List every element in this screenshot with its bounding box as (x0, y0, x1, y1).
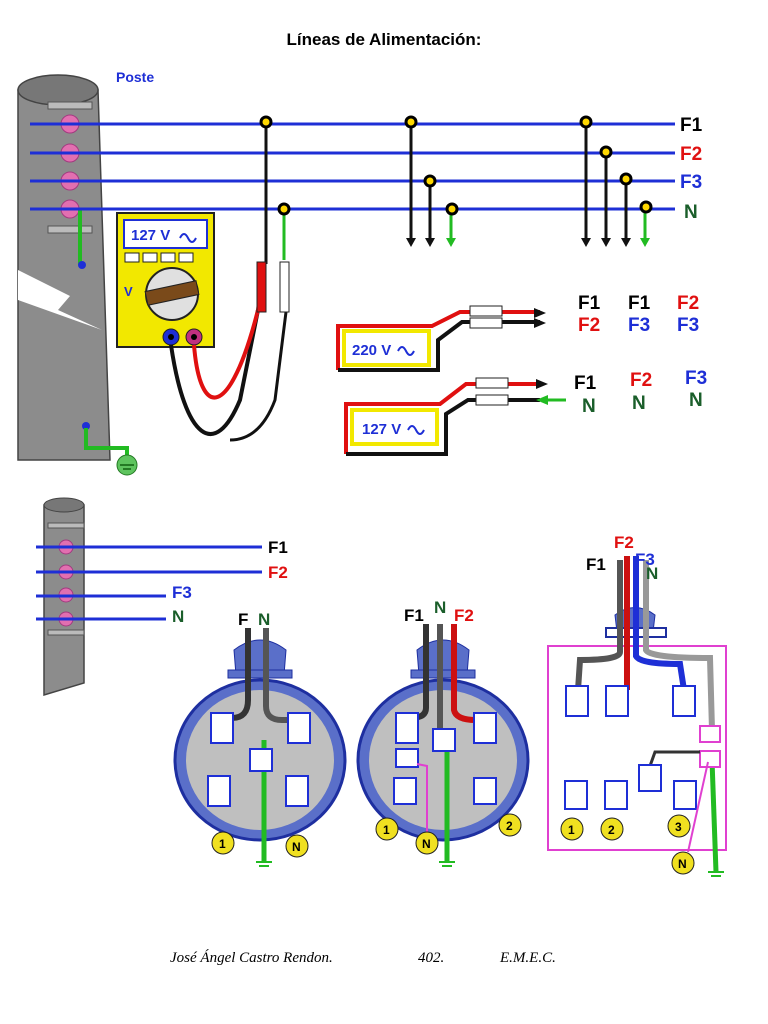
footer-author: José Ángel Castro Rendon. (170, 950, 333, 966)
box1-badge-1: 1 (219, 837, 226, 851)
box3-badge-3: 3 (675, 820, 682, 834)
box3-wire-f3: F3 (635, 550, 655, 569)
svg-text:F3: F3 (677, 315, 699, 336)
ac-wave-icon (179, 233, 197, 243)
box1-badge-n: N (292, 840, 301, 854)
probe-lead-black (169, 309, 260, 436)
multimeter: V (116, 212, 215, 348)
svg-text:F1: F1 (574, 373, 597, 394)
box2-wire-f1: F1 (404, 606, 424, 625)
probe-black (279, 261, 290, 313)
pairs-220-bottom: F2 F3 F3 (578, 315, 699, 336)
service-box-2 (356, 624, 530, 867)
box1-wire-f: F (238, 610, 248, 629)
bottom-panel: F1 F2 F3 N F N 1 N (36, 497, 727, 877)
line-label-n: N (684, 202, 698, 223)
svg-text:V: V (124, 284, 133, 299)
meter-220 (336, 305, 546, 372)
box2-badge-2: 2 (506, 819, 513, 833)
pairs-127-top: F1 F2 F3 (574, 368, 707, 394)
svg-text:N: N (582, 396, 596, 417)
box3-badge-n: N (678, 857, 687, 871)
footer-org: E.M.E.C. (500, 950, 556, 966)
tap-group-3 (579, 115, 653, 247)
box3-wire-f1: F1 (586, 555, 606, 574)
meter-127 (344, 377, 566, 456)
line-label-f2: F2 (680, 144, 702, 165)
meter-127-reading: 127 V (362, 421, 401, 438)
box2-badge-1: 1 (383, 823, 390, 837)
bottom-line-f2: F2 (268, 563, 288, 582)
tap-group-2 (404, 115, 459, 247)
probe-lead-red (192, 279, 264, 400)
box3-badge-1: 1 (568, 823, 575, 837)
box1-wire-n: N (258, 610, 270, 629)
top-panel: Poste F1 F2 F3 N (17, 69, 707, 476)
tap-group-1 (259, 115, 291, 264)
svg-text:F2: F2 (677, 293, 699, 314)
footer-page-number: 402. (418, 950, 445, 966)
box2-badge-n: N (422, 837, 431, 851)
line-label-f1: F1 (680, 115, 703, 136)
bottom-line-f3: F3 (172, 583, 192, 602)
pairs-127-bottom: N N N (582, 390, 703, 417)
meter-220-reading: 220 V (352, 342, 391, 359)
box2-wire-f2: F2 (454, 606, 474, 625)
svg-text:N: N (689, 390, 703, 411)
pairs-220-top: F1 F1 F2 (578, 293, 699, 314)
svg-text:F3: F3 (685, 368, 707, 389)
svg-text:F3: F3 (628, 315, 650, 336)
power-lines-top (30, 122, 675, 211)
service-box-3 (547, 556, 727, 877)
power-lines-bottom (36, 545, 262, 621)
meter-reading: 127 V (131, 227, 170, 244)
box3-badge-2: 2 (608, 823, 615, 837)
page-title: Líneas de Alimentación: (286, 30, 482, 49)
probe-red (256, 261, 267, 313)
svg-text:F2: F2 (578, 315, 600, 336)
pole-label: Poste (116, 69, 154, 85)
line-label-f3: F3 (680, 172, 702, 193)
box3-wire-n: N (646, 564, 658, 583)
svg-text:F1: F1 (628, 293, 651, 314)
service-box-1 (173, 628, 347, 867)
svg-text:F2: F2 (630, 370, 652, 391)
box3-wire-f2: F2 (614, 533, 634, 552)
bottom-line-n: N (172, 607, 184, 626)
bottom-line-f1: F1 (268, 538, 288, 557)
svg-text:N: N (632, 393, 646, 414)
box2-wire-n: N (434, 598, 446, 617)
svg-text:F1: F1 (578, 293, 601, 314)
